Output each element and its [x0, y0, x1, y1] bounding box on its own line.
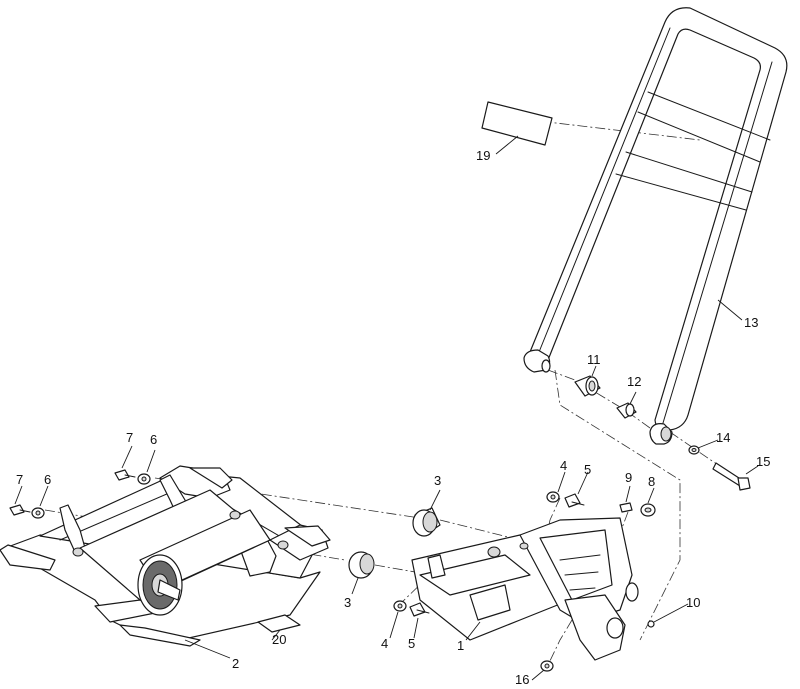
washer-8 [640, 503, 656, 517]
callout-3-lower: 3 [344, 595, 351, 610]
callout-4-upper: 4 [560, 458, 567, 473]
washer-4-upper [546, 491, 560, 503]
callout-6-upper: 6 [150, 432, 157, 447]
washer-6-upper [137, 473, 151, 485]
leader-lines [14, 135, 759, 681]
bolt-7-upper [114, 469, 136, 481]
bolt-5-lower [409, 602, 430, 617]
bushing-11 [574, 375, 601, 397]
bushing-12 [616, 402, 637, 419]
washer-6-left [31, 507, 45, 519]
callout-10: 10 [686, 595, 700, 610]
callout-12: 12 [627, 374, 641, 389]
callout-6-left: 6 [44, 472, 51, 487]
callout-14: 14 [716, 430, 730, 445]
callout-5-upper: 5 [584, 462, 591, 477]
callout-20: 20 [272, 632, 286, 647]
bolt-15 [712, 462, 751, 491]
engine-frame [411, 517, 639, 661]
screw-9 [619, 502, 633, 513]
callout-4-lower: 4 [381, 636, 388, 651]
callout-15: 15 [756, 454, 770, 469]
nut-16 [540, 660, 554, 672]
callout-7-upper: 7 [126, 430, 133, 445]
callout-11: 11 [587, 352, 601, 367]
handle-decal [481, 101, 553, 146]
handle-tube [523, 7, 788, 445]
callout-16: 16 [515, 672, 529, 687]
callout-1: 1 [457, 638, 464, 653]
callout-13: 13 [744, 315, 758, 330]
callout-7-left: 7 [16, 472, 23, 487]
washer-4-lower [393, 600, 407, 612]
isolator-upper [412, 507, 441, 537]
bolt-7-left [9, 504, 31, 516]
base-decal [257, 614, 301, 633]
callout-9: 9 [625, 470, 632, 485]
nut-10 [647, 620, 655, 628]
washer-14 [688, 445, 700, 455]
callout-19: 19 [476, 148, 490, 163]
bolt-5-upper [564, 493, 585, 508]
callout-3-upper: 3 [434, 473, 441, 488]
callout-5-lower: 5 [408, 636, 415, 651]
base-plate [0, 465, 331, 647]
isolator-lower [348, 551, 375, 579]
callout-labels: 1 2 3 3 4 4 5 5 6 6 7 7 8 9 10 11 12 13 … [16, 148, 770, 687]
callout-2: 2 [232, 656, 239, 671]
callout-8: 8 [648, 474, 655, 489]
